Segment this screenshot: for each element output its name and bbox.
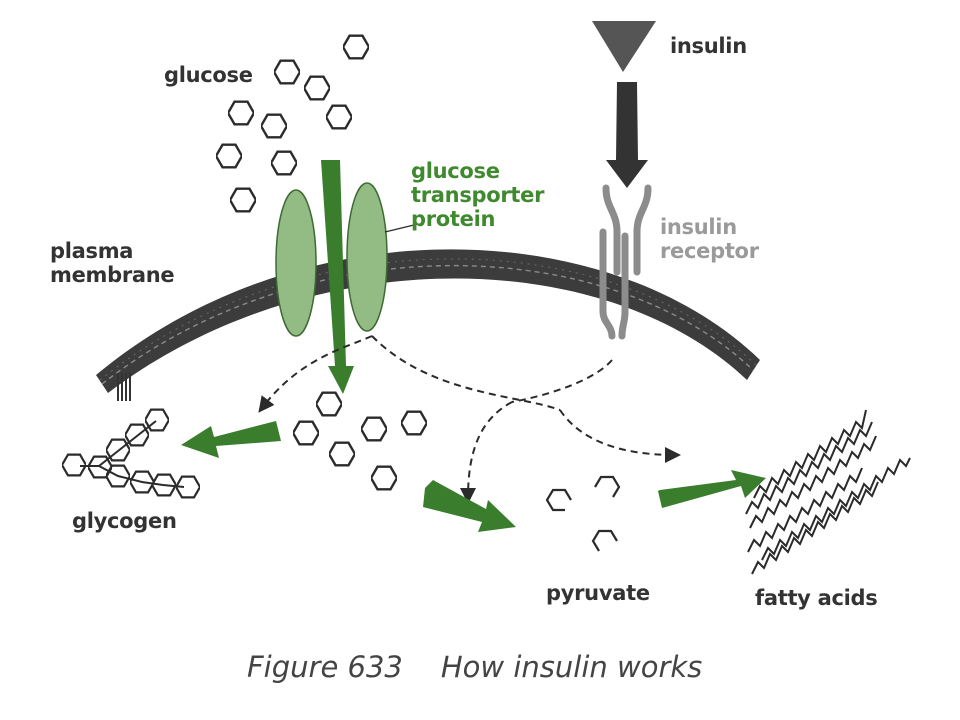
- insulin-label: insulin: [670, 34, 747, 58]
- membrane-segment-icon: [117, 373, 131, 401]
- glucose-entry-arrow: [321, 160, 354, 394]
- glycogen-molecule: [62, 408, 200, 499]
- insulin-arrow: [606, 82, 648, 188]
- plasma-membrane: [96, 249, 760, 393]
- transporter-label-line2: transporter: [411, 183, 545, 207]
- receptor-label-line1: insulin: [660, 215, 737, 239]
- figure-caption: Figure 633 How insulin works: [247, 650, 702, 684]
- glycogen-label: glycogen: [72, 509, 177, 533]
- transporter-label-line3: protein: [411, 207, 496, 231]
- fatty-acid-chains: [745, 409, 911, 575]
- signal-arrow-from-transporter: [371, 335, 561, 411]
- figure-number: Figure 633: [247, 650, 403, 684]
- signal-arrow-to-pyruvate: [460, 401, 513, 504]
- signal-arrow-to-glycogen: [258, 335, 373, 413]
- fatty-acids-label: fatty acids: [755, 586, 878, 610]
- receptor-label-line2: receptor: [660, 239, 759, 263]
- pyruvate-label: pyruvate: [546, 581, 650, 605]
- signal-arrow-from-receptor: [511, 359, 613, 403]
- insulin-molecule: [592, 21, 656, 72]
- arrow-to-pyruvate: [423, 480, 516, 532]
- glucose-transporter-protein: [275, 182, 419, 337]
- membrane-label-line1: plasma: [50, 239, 134, 263]
- arrow-to-fatty-acids: [658, 470, 766, 508]
- glucose-molecules-inside: [293, 391, 427, 491]
- membrane-label-line2: membrane: [50, 263, 175, 287]
- transporter-label-line1: glucose: [411, 159, 500, 183]
- signal-arrow-to-fatty-acids: [559, 409, 681, 463]
- signal-arrows: [258, 335, 681, 504]
- arrow-to-glycogen: [181, 421, 281, 458]
- figure-title: How insulin works: [440, 650, 703, 684]
- glucose-label: glucose: [164, 63, 253, 87]
- pyruvate-molecules: [545, 475, 621, 552]
- insulin-receptor: [599, 184, 652, 340]
